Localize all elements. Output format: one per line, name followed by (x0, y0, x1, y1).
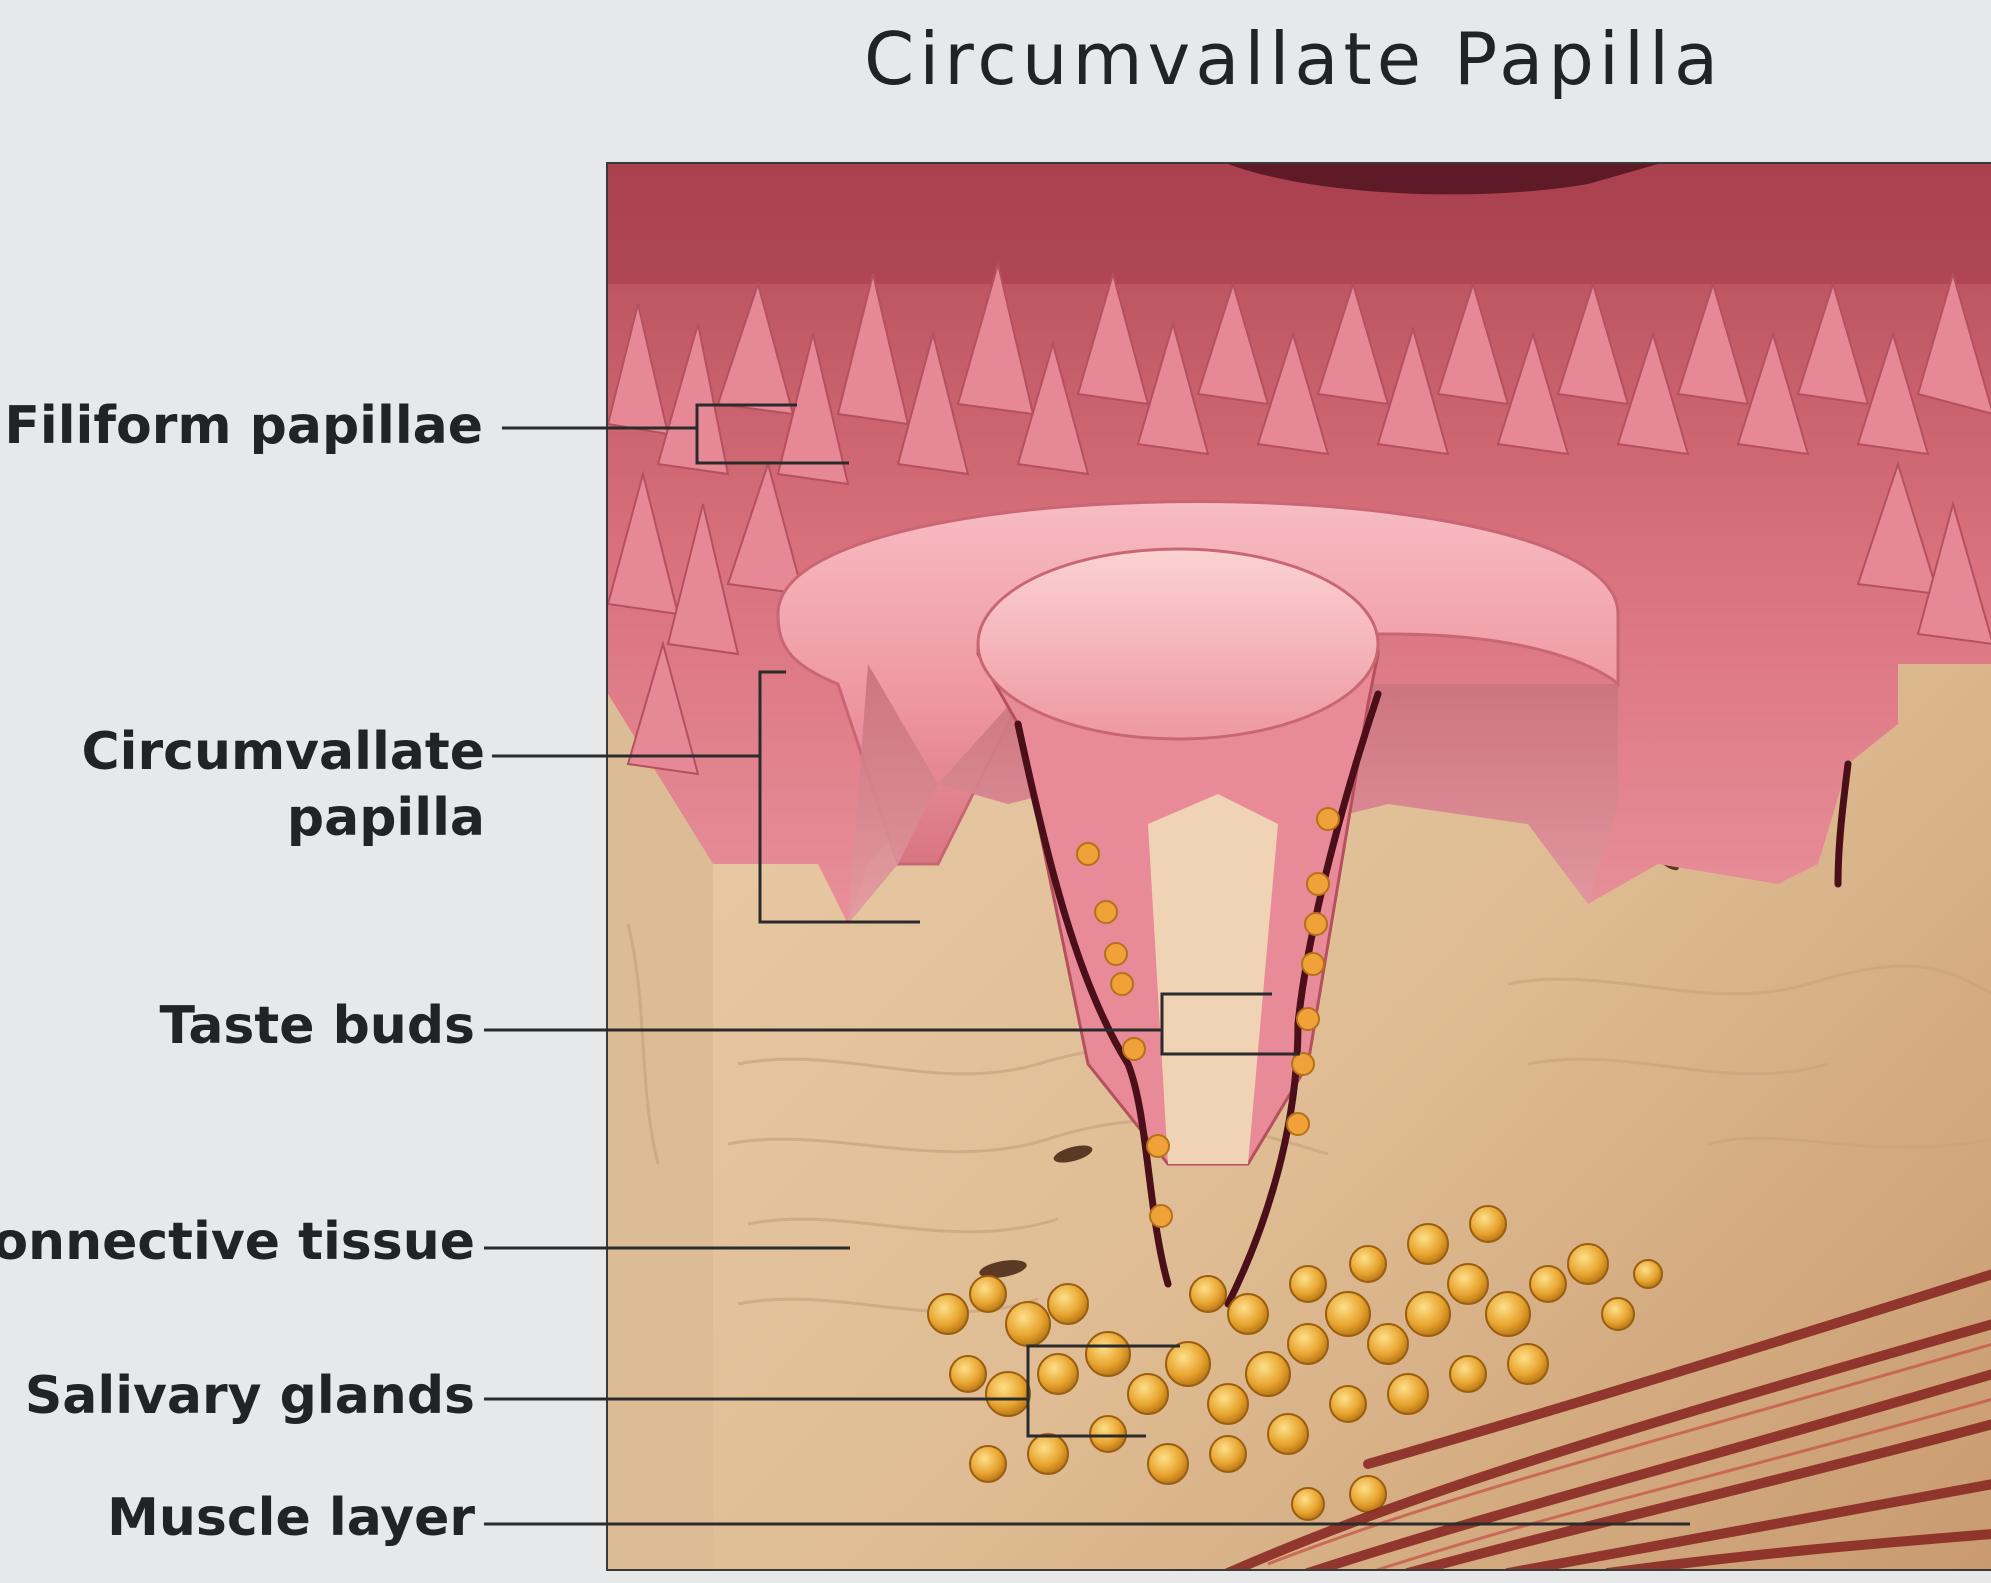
label-circumvallate-papilla-line1: Circumvallate (81, 722, 485, 782)
papilla-illustration (606, 162, 1991, 1571)
label-circumvallate-papilla-line2: papilla (286, 788, 485, 848)
label-muscle-layer: Muscle layer (107, 1488, 475, 1548)
label-taste-buds: Taste buds (159, 996, 475, 1056)
label-connective-tissue: Connective tissue (0, 1212, 475, 1272)
diagram-title: Circumvallate Papilla (864, 17, 1724, 101)
label-salivary-glands: Salivary glands (24, 1366, 475, 1426)
label-filiform-papillae: Filiform papillae (4, 396, 483, 456)
